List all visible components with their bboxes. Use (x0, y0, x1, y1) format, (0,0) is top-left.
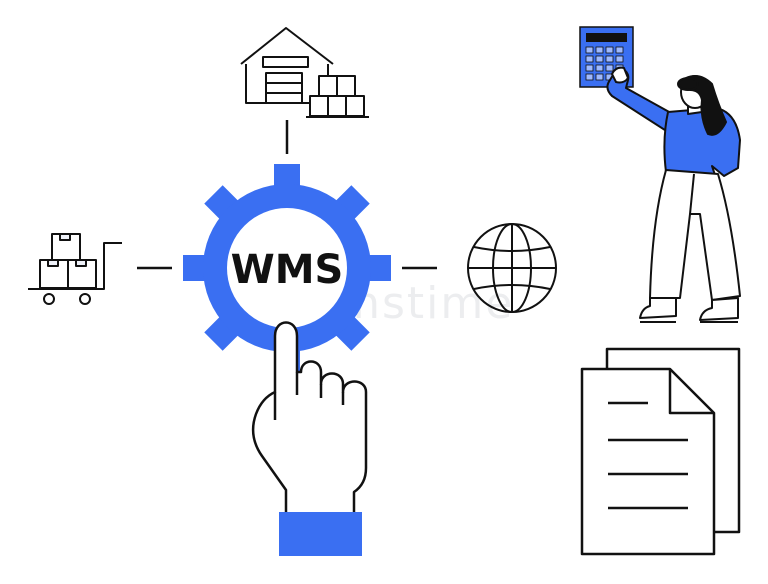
sleeve-cuff (279, 512, 362, 556)
connector-lines (137, 120, 437, 270)
gear-label: WMS (231, 247, 344, 293)
documents-icon (580, 347, 741, 556)
hand-truck-icon (28, 233, 122, 305)
woman-figure (606, 66, 741, 323)
globe-icon (467, 223, 557, 313)
pointing-hand-icon (251, 321, 368, 516)
warehouse-icon (240, 27, 369, 118)
gear-icon (183, 164, 391, 372)
